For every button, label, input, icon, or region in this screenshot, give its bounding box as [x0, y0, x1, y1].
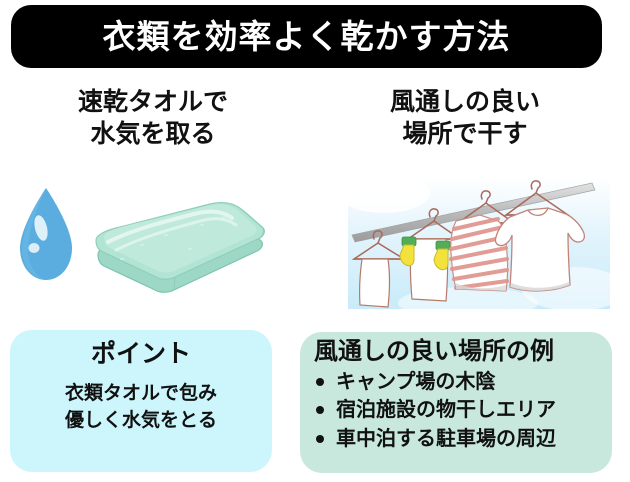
column-heading-right: 風通しの良い 場所で干す — [389, 88, 540, 148]
folded-towel-icon — [95, 202, 265, 293]
yellow-socks — [399, 236, 451, 271]
bullet-icon — [316, 434, 324, 443]
page-title: 衣類を効率よく乾かす方法 — [102, 18, 511, 55]
bullet-icon — [316, 406, 324, 415]
striped-shirt — [449, 214, 509, 292]
bullet-icon — [316, 378, 324, 387]
point-card: ポイント 衣類タオルで包み 優しく水気をとる — [10, 330, 272, 472]
list-item-label: 車中泊する駐車場の周辺 — [336, 427, 556, 450]
list-item: 車中泊する駐車場の周辺 — [312, 425, 606, 453]
water-drop-icon — [20, 188, 72, 280]
white-towel — [359, 258, 391, 308]
examples-card: 風通しの良い場所の例 キャンプ場の木陰 宿泊施設の物干しエリア 車中泊する駐車場… — [300, 332, 612, 473]
list-item-label: 宿泊施設の物干しエリア — [336, 399, 556, 422]
list-item: キャンプ場の木陰 — [312, 368, 606, 396]
examples-card-title: 風通しの良い場所の例 — [314, 338, 554, 365]
illustration-towel-and-drop — [12, 182, 292, 304]
illustration-laundry-drying — [348, 177, 610, 309]
point-card-body: 衣類タオルで包み 優しく水気をとる — [64, 382, 217, 431]
column-heading-left: 速乾タオルで 水気を取る — [77, 88, 228, 148]
point-card-title: ポイント — [90, 340, 191, 368]
list-item: 宿泊施設の物干しエリア — [312, 396, 606, 424]
title-banner: 衣類を効率よく乾かす方法 — [11, 5, 602, 68]
list-item-label: キャンプ場の木陰 — [336, 370, 496, 393]
examples-list: キャンプ場の木陰 宿泊施設の物干しエリア 車中泊する駐車場の周辺 — [312, 368, 606, 453]
white-shirt — [494, 207, 585, 292]
